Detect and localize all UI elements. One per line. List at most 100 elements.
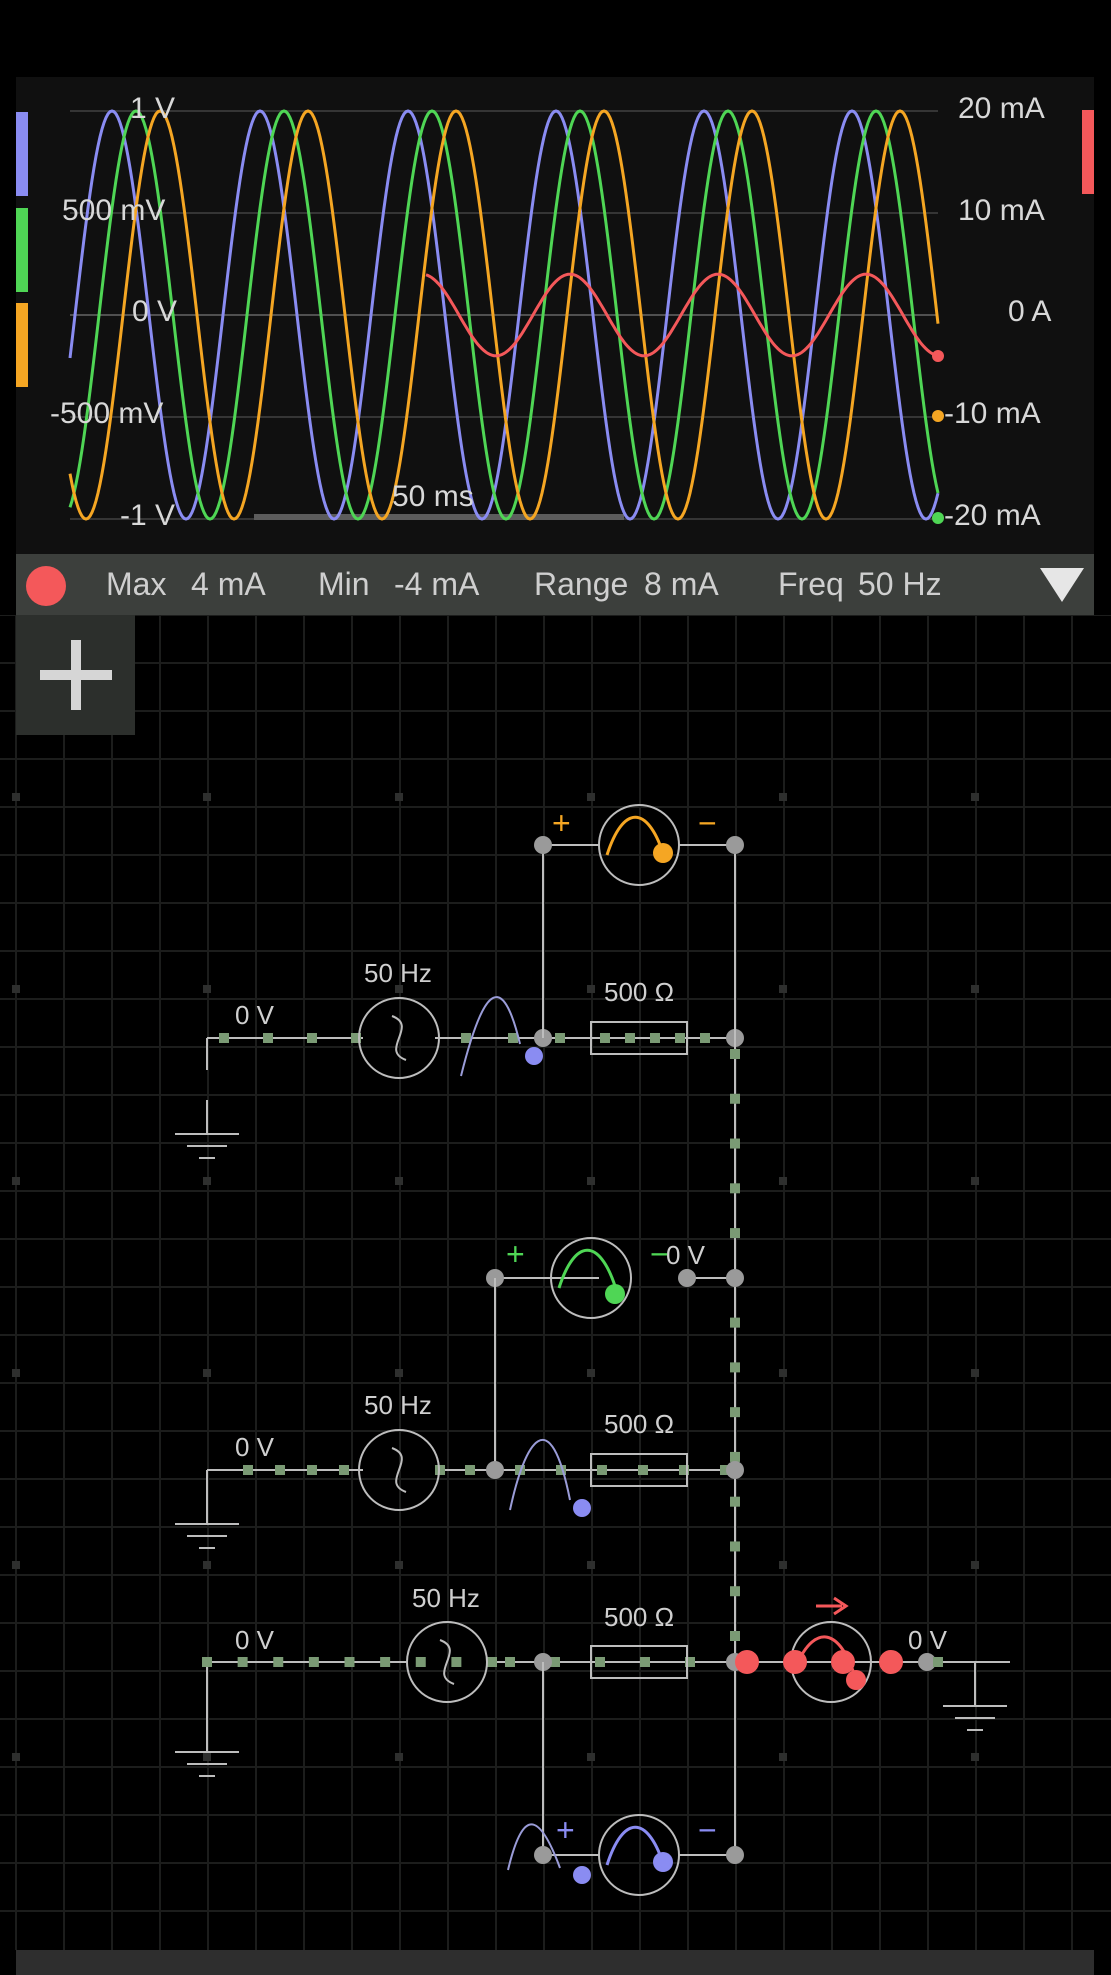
- current-dot: [275, 1465, 285, 1475]
- current-probe-marker: [879, 1650, 903, 1674]
- current-dot: [933, 1657, 943, 1667]
- current-probe-marker: [783, 1650, 807, 1674]
- add-component-button[interactable]: [16, 615, 135, 735]
- current-dot: [730, 1541, 740, 1552]
- grid-dot: [12, 1561, 20, 1569]
- scope-probe-wave: [509, 1439, 571, 1511]
- current-dot: [730, 1631, 740, 1641]
- current-dot: [415, 1657, 426, 1667]
- oscilloscope-panel[interactable]: 1 V 500 mV 0 V -500 mV -1 V 20 mA 10 mA …: [16, 77, 1094, 554]
- grid-dot: [587, 1753, 595, 1761]
- probe-plus-label: +: [506, 1236, 525, 1272]
- current-trace: [425, 272, 939, 358]
- current-dot: [730, 1228, 740, 1239]
- left-axis-label: 500 mV: [62, 194, 166, 227]
- oscilloscope-plot: [68, 109, 944, 524]
- grid-dot: [971, 1753, 979, 1761]
- direction-arrow-icon: [816, 1596, 849, 1616]
- current-dot: [465, 1465, 475, 1475]
- ac-source: [358, 1429, 440, 1511]
- plus-icon: [40, 640, 112, 710]
- current-dot: [650, 1033, 660, 1043]
- grid-dot: [779, 1369, 787, 1377]
- probe-minus-label: −: [650, 1236, 669, 1272]
- current-dot: [461, 1033, 471, 1043]
- grid-dot: [587, 1561, 595, 1569]
- current-dot: [675, 1033, 685, 1043]
- grid-dot: [971, 1369, 979, 1377]
- freq-label: Freq: [778, 566, 844, 602]
- channel-orange-indicator[interactable]: [16, 303, 28, 387]
- source-frequency-label: 50 Hz: [364, 1390, 432, 1420]
- right-axis-label: -10 mA: [944, 397, 1041, 430]
- node: [726, 1269, 744, 1287]
- grid-dot: [395, 1177, 403, 1185]
- probe-minus-label: −: [698, 805, 717, 841]
- probe-voltage-label: 0 V: [908, 1625, 948, 1655]
- grid-dot: [971, 985, 979, 993]
- range-value: 8 mA: [644, 566, 719, 602]
- node: [534, 836, 552, 854]
- current-dot: [339, 1465, 349, 1475]
- sine-icon: [391, 1015, 407, 1061]
- record-indicator-icon[interactable]: [26, 566, 66, 606]
- grid-dot: [779, 1753, 787, 1761]
- grid-dot: [587, 1177, 595, 1185]
- grid-dot: [12, 1369, 20, 1377]
- node: [726, 836, 744, 854]
- current-dot: [344, 1657, 355, 1667]
- grid-dot: [12, 793, 20, 801]
- resistor-value-label: 500 Ω: [604, 977, 675, 1007]
- current-dot: [308, 1657, 319, 1667]
- right-axis-label: 10 mA: [958, 194, 1045, 227]
- current-dot: [730, 1362, 740, 1373]
- channel-blue-indicator[interactable]: [16, 112, 28, 196]
- range-label: Range: [534, 566, 629, 602]
- current-dot: [730, 1183, 740, 1194]
- grid-dot: [203, 1753, 211, 1761]
- grid-dot: [203, 1561, 211, 1569]
- probe-wave-icon: [557, 1248, 617, 1289]
- current-dot: [505, 1657, 515, 1667]
- probe-voltage-label: 0 V: [666, 1240, 706, 1270]
- current-dot: [219, 1033, 229, 1043]
- current-dot: [351, 1033, 361, 1043]
- resistor-value-label: 500 Ω: [604, 1602, 675, 1632]
- channel-red-indicator[interactable]: [1082, 110, 1094, 194]
- circuit-canvas[interactable]: [0, 615, 1111, 1950]
- resistor-value-label: 500 Ω: [604, 1409, 675, 1439]
- channel-green-indicator[interactable]: [16, 208, 28, 292]
- current-dot: [700, 1033, 710, 1043]
- right-axis-label: 0 A: [1008, 295, 1052, 328]
- voltmeter-probe: [550, 1237, 632, 1319]
- bottom-scroll-bar[interactable]: [16, 1950, 1094, 1975]
- current-dot: [307, 1033, 317, 1043]
- current-dot: [625, 1033, 635, 1043]
- probe-marker: [605, 1284, 625, 1304]
- current-probe-marker: [735, 1650, 759, 1674]
- current-dot: [730, 1496, 740, 1507]
- node: [918, 1653, 936, 1671]
- probe-wave-icon: [605, 815, 665, 856]
- probe-minus-label: −: [698, 1812, 717, 1848]
- waveform-trace-0: [68, 109, 940, 521]
- waveform-trace-2: [68, 109, 940, 521]
- grid-dot: [395, 793, 403, 801]
- source-frequency-label: 50 Hz: [412, 1583, 480, 1613]
- current-dot: [730, 1317, 740, 1328]
- trace-end-marker: [932, 410, 944, 422]
- grid-dot: [203, 985, 211, 993]
- grid-dot: [12, 1177, 20, 1185]
- right-axis-label: 20 mA: [958, 92, 1045, 125]
- scope-probe-wave: [460, 996, 521, 1077]
- current-dot: [273, 1657, 284, 1667]
- ac-source: [358, 997, 440, 1079]
- current-dot: [638, 1465, 648, 1475]
- dropdown-arrow-icon[interactable]: [1040, 568, 1084, 602]
- ac-source: [406, 1621, 488, 1703]
- grid-dot: [779, 1177, 787, 1185]
- current-dot: [307, 1465, 317, 1475]
- measurement-bar: Max 4 mA Min -4 mA Range 8 mA Freq 50 Hz: [16, 554, 1094, 615]
- probe-marker: [653, 843, 673, 863]
- probe-plus-label: +: [556, 1812, 575, 1848]
